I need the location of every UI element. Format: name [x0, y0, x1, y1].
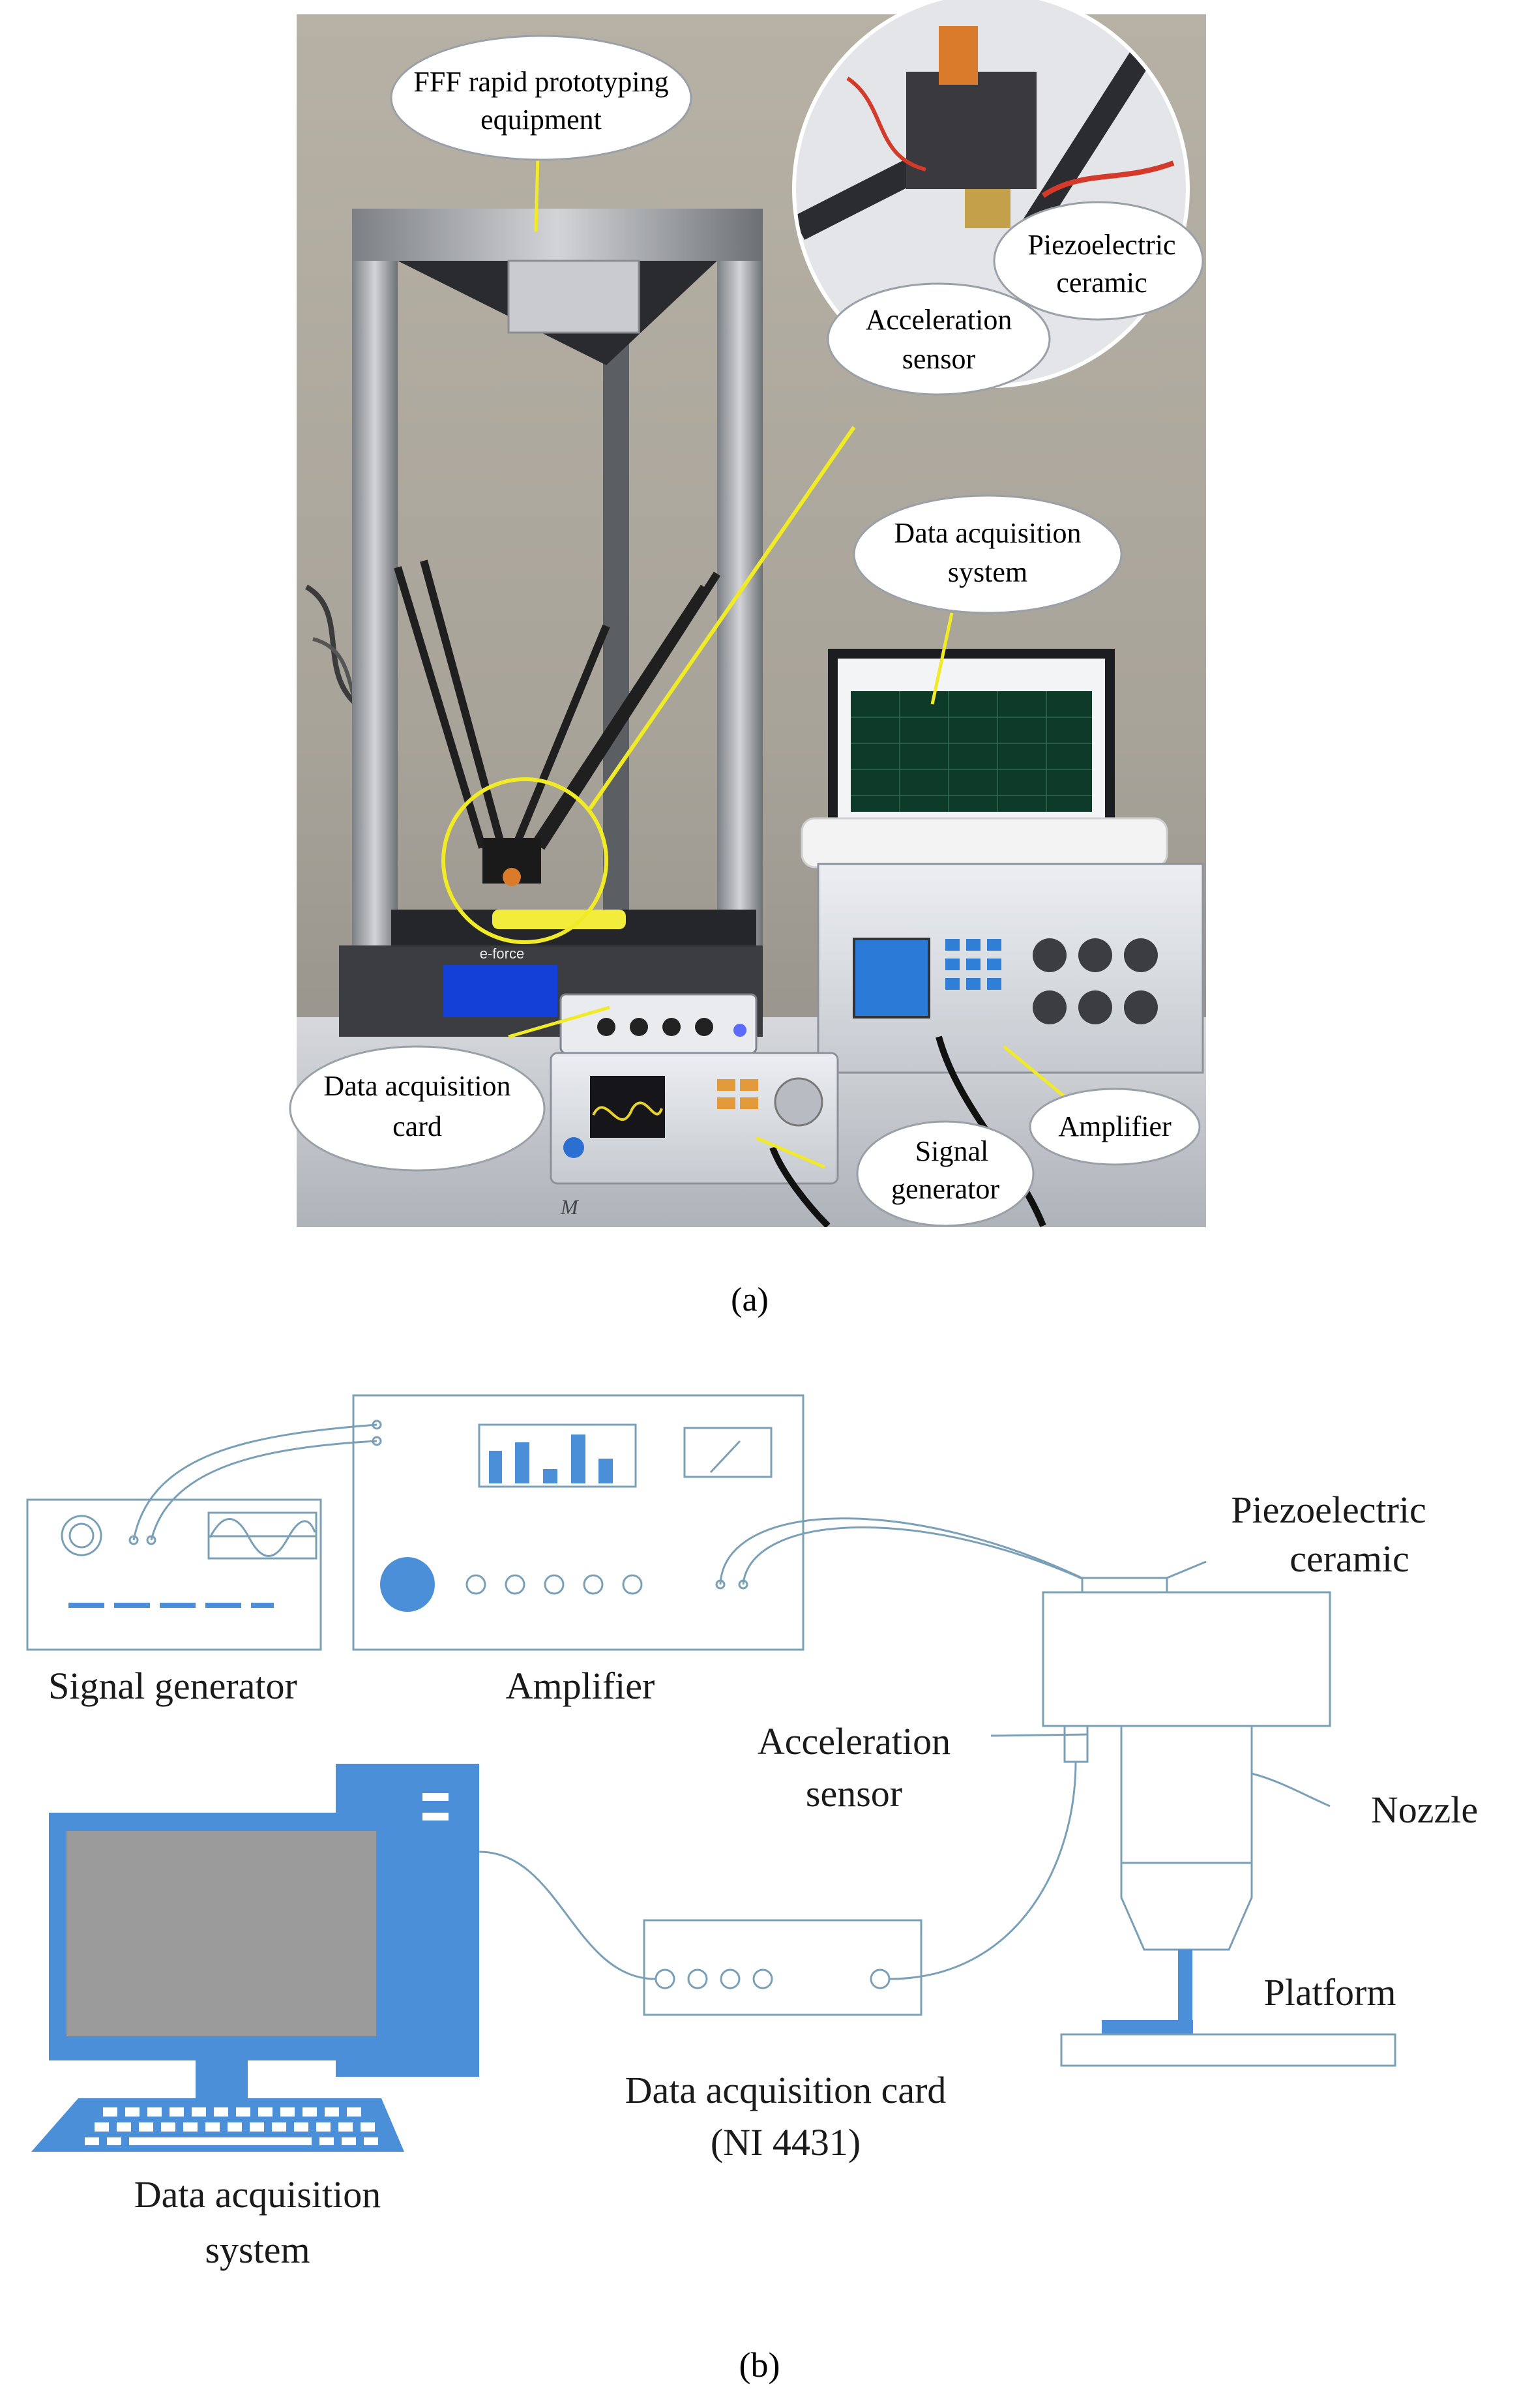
sine-wave — [209, 1518, 316, 1557]
printer-lcd — [443, 965, 557, 1017]
cable-sg-amp-1 — [132, 1423, 377, 1541]
daq-card-photo — [559, 993, 758, 1054]
power-supply — [507, 260, 640, 334]
callout-fff — [390, 35, 692, 161]
labels-b: Signal generator Amplifier Piezoelectric… — [48, 1489, 1478, 2271]
svg-text:Amplifier: Amplifier — [1058, 1110, 1172, 1142]
monitor-stand — [196, 2060, 248, 2098]
callout-accel — [827, 282, 1051, 396]
amplifier-main-knob — [380, 1557, 435, 1612]
svg-text:system: system — [205, 2229, 310, 2271]
label-platform: Platform — [1264, 1971, 1396, 2014]
label-das: Data acquisition — [134, 2173, 381, 2216]
svg-text:FFF rapid prototyping: FFF rapid prototyping — [413, 66, 668, 98]
cable-amp-piezo-2 — [742, 1526, 1102, 1589]
svg-text:Acceleration: Acceleration — [866, 304, 1012, 336]
label-piezo: Piezoelectric — [1231, 1489, 1426, 1531]
cable-sg-amp-2 — [150, 1440, 377, 1541]
svg-text:Data acquisition: Data acquisition — [323, 1070, 510, 1102]
laptop-plot-area — [851, 691, 1092, 812]
svg-text:system: system — [948, 556, 1027, 588]
fff-printer: e-force — [339, 209, 763, 1037]
amplifier-meter — [683, 1427, 773, 1478]
callout-signal — [856, 1120, 1035, 1227]
platform-plate — [1060, 2033, 1396, 2067]
amplifier-box — [352, 1394, 804, 1651]
nozzle-body — [1120, 1725, 1253, 1864]
caption-b: (b) — [739, 2345, 780, 2385]
cable-sensor-daq — [889, 1761, 1077, 1980]
svg-text:Piezoelectric: Piezoelectric — [1027, 229, 1175, 261]
callout-das — [853, 494, 1123, 614]
svg-text:sensor: sensor — [806, 1772, 902, 1815]
signal-generator-knob — [61, 1515, 102, 1556]
amplifier-bar-display — [478, 1423, 637, 1488]
callout-amplifier — [1029, 1088, 1201, 1166]
svg-text:ceramic: ceramic — [1290, 1538, 1409, 1580]
label-daq-card: Data acquisition card — [625, 2069, 947, 2111]
piezo-ceramic-plate — [1081, 1577, 1168, 1594]
svg-text:ceramic: ceramic — [1056, 267, 1147, 299]
cable-amp-piezo-1 — [719, 1517, 1096, 1586]
caption-a: (a) — [731, 1281, 769, 1318]
monitor-screen — [66, 1831, 376, 2036]
panel-b-schematic — [26, 1394, 1396, 2152]
svg-text:(NI 4431): (NI 4431) — [711, 2121, 861, 2163]
svg-text:e-force: e-force — [480, 945, 524, 962]
signal-generator-photo — [550, 1052, 839, 1227]
label-signal-generator: Signal generator — [48, 1665, 297, 1707]
svg-text:sensor: sensor — [902, 343, 976, 375]
label-accel: Acceleration — [758, 1720, 951, 1762]
svg-text:Data acquisition: Data acquisition — [894, 517, 1081, 549]
signal-generator-box — [26, 1498, 322, 1651]
laptop — [801, 649, 1168, 869]
nozzle-tip — [1120, 1862, 1253, 1951]
callout-daq-card — [289, 1045, 546, 1172]
laptop-cover-cloth — [801, 817, 1168, 869]
svg-text:Signal: Signal — [915, 1135, 988, 1167]
amplifier-photo — [817, 863, 1204, 1227]
handwritten-note: M — [560, 1195, 580, 1219]
callouts-a: FFF rapid prototyping equipment Piezoele… — [289, 35, 1204, 1227]
label-amplifier: Amplifier — [506, 1665, 655, 1707]
acceleration-sensor — [1063, 1725, 1089, 1763]
computer — [31, 1764, 479, 2152]
nozzle-outlet — [1178, 1950, 1192, 2034]
label-nozzle: Nozzle — [1371, 1789, 1478, 1831]
printed-part — [492, 910, 626, 929]
svg-text:generator: generator — [891, 1173, 999, 1205]
svg-text:card: card — [392, 1110, 442, 1142]
extruder-highlight-circle — [441, 777, 608, 944]
daq-card-box — [643, 1919, 922, 2016]
cable-computer-daq — [479, 1851, 656, 1980]
nozzle-assembly — [1042, 1577, 1396, 2067]
svg-text:equipment: equipment — [480, 104, 602, 136]
deposited-filament — [1102, 2020, 1193, 2034]
callout-piezo — [993, 201, 1204, 321]
extruder-block — [1042, 1591, 1331, 1727]
